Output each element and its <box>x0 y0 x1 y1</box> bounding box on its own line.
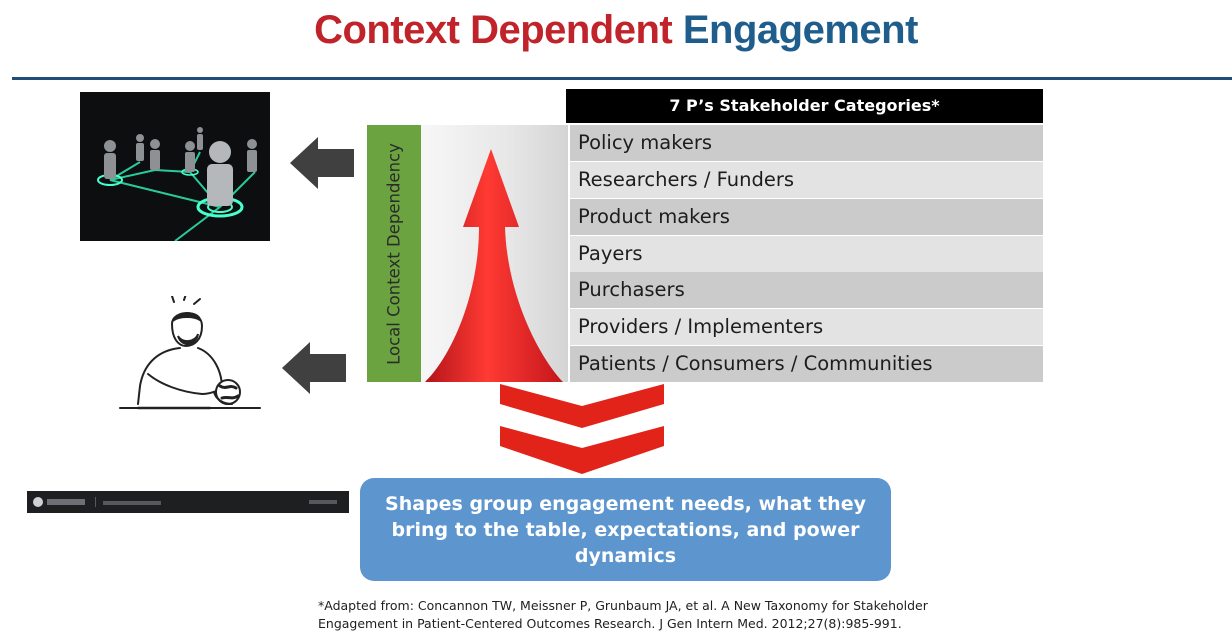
slide-title-part2: Engagement <box>682 8 919 52</box>
website-logo-icon <box>33 497 43 507</box>
title-divider <box>12 77 1232 80</box>
table-header: 7 P’s Stakeholder Categories* <box>566 89 1043 123</box>
up-arrow-icon <box>425 149 563 382</box>
left-arrow-icon <box>282 342 348 394</box>
website-right-text <box>309 500 337 504</box>
citation: *Adapted from: Concannon TW, Meissner P,… <box>318 597 1228 633</box>
local-context-label: Local Context Dependency <box>384 142 404 365</box>
citation-line-2: Engagement in Patient-Centered Outcomes … <box>318 616 902 631</box>
local-context-bar: Local Context Dependency <box>367 125 421 382</box>
table-row: Policy makers <box>570 125 1043 161</box>
website-separator <box>95 497 96 507</box>
down-chevrons-icon <box>498 384 666 480</box>
slide-title: Context Dependent Engagement <box>0 8 1232 53</box>
arrow-column <box>421 125 568 382</box>
citation-line-1: *Adapted from: Concannon TW, Meissner P,… <box>318 598 928 613</box>
table-row: Payers <box>570 236 1043 272</box>
website-brand-text <box>47 499 85 505</box>
table-row: Researchers / Funders <box>570 162 1043 198</box>
website-header-image <box>27 491 349 513</box>
thinker-globe-image <box>110 293 270 424</box>
slide-title-part1: Context Dependent <box>314 8 673 52</box>
table-row: Patients / Consumers / Communities <box>570 346 1043 382</box>
table-row: Providers / Implementers <box>570 309 1043 345</box>
left-arrow-icon <box>290 137 356 189</box>
callout-box: Shapes group engagement needs, what they… <box>360 478 891 581</box>
website-nav-text <box>103 501 161 505</box>
table-row: Purchasers <box>570 272 1043 308</box>
table-row: Product makers <box>570 199 1043 235</box>
callout-text: Shapes group engagement needs, what they… <box>385 492 866 567</box>
people-network-image <box>80 92 270 241</box>
